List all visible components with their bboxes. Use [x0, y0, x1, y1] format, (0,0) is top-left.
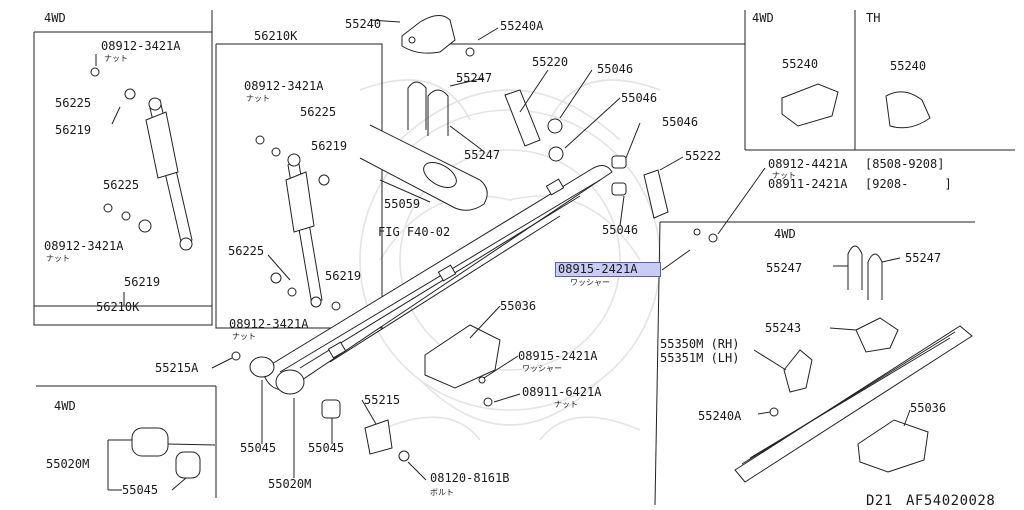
- part-note-nut: ナット: [104, 54, 128, 63]
- part-55020M: 55020M: [268, 477, 312, 491]
- section-label-4wd-bottomright: 4WD: [774, 227, 796, 241]
- part-55046: 55046: [621, 91, 658, 105]
- part-note-washer: ワッシャー: [570, 278, 610, 287]
- spring-shackle: [504, 89, 718, 243]
- brackets-4wd-th: [781, 83, 931, 129]
- part-55046: 55046: [662, 115, 699, 129]
- part-55351M: 55351M (LH): [660, 351, 740, 365]
- part-08912-3421A: 08912-3421A: [101, 39, 181, 53]
- part-56219: 56219: [124, 275, 161, 289]
- diagram-model-code: D21: [866, 493, 893, 509]
- bushings-4wd: [131, 427, 216, 479]
- part-56219: 56219: [311, 139, 348, 153]
- part-note-nut: ナット: [46, 254, 70, 263]
- part-08915-2421A-highlighted[interactable]: 08915-2421A: [555, 262, 661, 277]
- part-note-nut: ナット: [554, 400, 578, 409]
- part-08912-3421A: 08912-3421A: [244, 79, 324, 93]
- axle-tube: [359, 124, 488, 211]
- part-55059: 55059: [384, 197, 421, 211]
- part-55247: 55247: [905, 251, 942, 265]
- part-note-nut: ナット: [772, 171, 796, 180]
- leaf-spring-4wd: [734, 245, 973, 483]
- part-08915-2421A: 08915-2421A: [518, 349, 598, 363]
- part-55045: 55045: [308, 441, 345, 455]
- front-bushings: [231, 351, 410, 462]
- u-bolts-main: [407, 81, 449, 136]
- part-55046: 55046: [602, 223, 639, 237]
- part-08911-2421A: 08911-2421A: [768, 177, 848, 191]
- part-55220: 55220: [532, 55, 569, 69]
- part-55215: 55215: [364, 393, 401, 407]
- section-frames: [33, 10, 1015, 506]
- spring-bracket-top: [401, 15, 475, 57]
- part-56225: 56225: [55, 96, 92, 110]
- part-note-washer: ワッシャー: [522, 364, 562, 373]
- part-55240A: 55240A: [698, 409, 742, 423]
- leaf-spring: [261, 165, 613, 390]
- part-08912-3421A: 08912-3421A: [44, 239, 124, 253]
- watermark-emblem: [359, 79, 661, 441]
- section-label-4wd-topleft: 4WD: [44, 11, 66, 25]
- part-55240: 55240: [782, 57, 819, 71]
- part-note-bolt: ボルト: [430, 488, 454, 497]
- part-55243: 55243: [765, 321, 802, 335]
- part-08912-3421A: 08912-3421A: [229, 317, 309, 331]
- part-08120-8161B: 08120-8161B: [430, 471, 510, 485]
- part-55240A: 55240A: [500, 19, 544, 33]
- part-56225: 56225: [228, 244, 265, 258]
- part-55045: 55045: [240, 441, 277, 455]
- shock-absorber-4wd: [90, 54, 193, 251]
- part-55240: 55240: [890, 59, 927, 73]
- part-55215A: 55215A: [155, 361, 199, 375]
- part-56219: 56219: [325, 269, 362, 283]
- section-label-4wd-bottomleft: 4WD: [54, 399, 76, 413]
- date-range: [8508-9208]: [865, 157, 945, 171]
- part-55222: 55222: [685, 149, 722, 163]
- part-55247: 55247: [456, 71, 493, 85]
- part-55046: 55046: [597, 62, 634, 76]
- part-55045: 55045: [122, 483, 159, 497]
- part-55247: 55247: [464, 148, 501, 162]
- section-label-4wd-topright: 4WD: [752, 11, 774, 25]
- section-label-th: TH: [866, 11, 881, 25]
- part-55350M: 55350M (RH): [660, 337, 740, 351]
- spring-seat: [424, 324, 501, 407]
- diagram-figure-code: AF54020028: [906, 493, 996, 509]
- date-range: [9208- ]: [865, 177, 952, 191]
- figure-reference: FIG F40-02: [378, 225, 451, 239]
- part-08911-6421A: 08911-6421A: [522, 385, 602, 399]
- part-note-nut: ナット: [246, 94, 270, 103]
- part-56210K: 56210K: [254, 29, 298, 43]
- part-56225: 56225: [300, 105, 337, 119]
- part-note-nut: ナット: [232, 332, 256, 341]
- part-08912-4421A: 08912-4421A: [768, 157, 848, 171]
- part-55036: 55036: [500, 299, 537, 313]
- leader-lines: [34, 19, 911, 491]
- part-55036: 55036: [910, 401, 947, 415]
- part-55247: 55247: [766, 261, 803, 275]
- part-56225: 56225: [103, 178, 140, 192]
- shock-absorber-main: [255, 135, 341, 311]
- part-55240: 55240: [345, 17, 382, 31]
- part-56219: 56219: [55, 123, 92, 137]
- part-55020M: 55020M: [46, 457, 90, 471]
- part-56210K: 56210K: [96, 300, 140, 314]
